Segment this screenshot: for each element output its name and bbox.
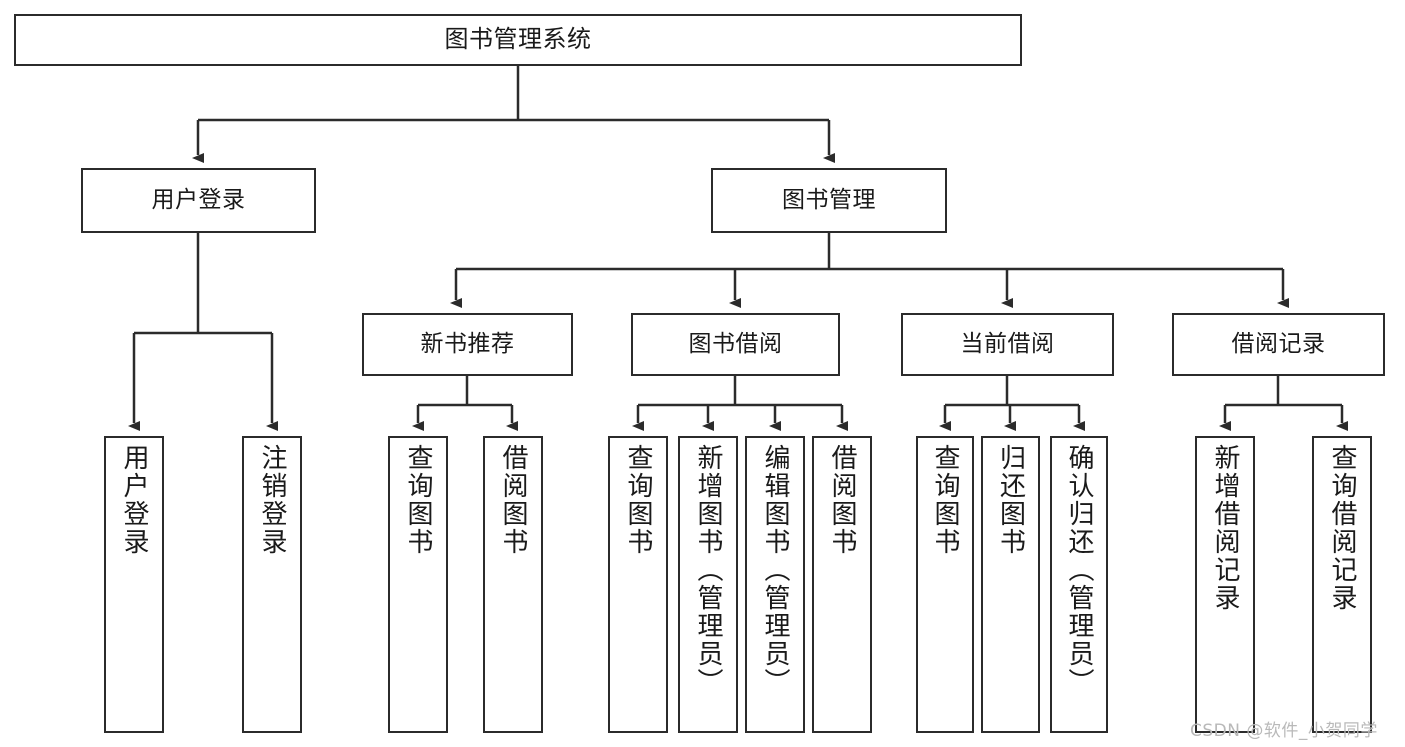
leaf-current-borrow-query[interactable]: 查询图书 (916, 436, 974, 733)
node-label: 新增图书（管理员） (693, 444, 723, 696)
node-root-book-management-system[interactable]: 图书管理系统 (14, 14, 1022, 66)
node-label: 借阅图书 (827, 444, 857, 556)
leaf-current-borrow-return[interactable]: 归还图书 (981, 436, 1040, 733)
node-label: 查询图书 (930, 444, 960, 556)
node-book-borrow[interactable]: 图书借阅 (631, 313, 840, 376)
leaf-new-book-query[interactable]: 查询图书 (388, 436, 448, 733)
leaf-borrow-record-query[interactable]: 查询借阅记录 (1312, 436, 1372, 733)
node-borrow-record[interactable]: 借阅记录 (1172, 313, 1385, 376)
node-current-borrow[interactable]: 当前借阅 (901, 313, 1114, 376)
node-label: 注销登录 (257, 444, 287, 556)
leaf-book-borrow-edit[interactable]: 编辑图书（管理员） (745, 436, 805, 733)
node-label: 图书管理 (782, 187, 876, 214)
node-label: 归还图书 (995, 444, 1026, 556)
leaf-new-book-borrow[interactable]: 借阅图书 (483, 436, 543, 733)
csdn-watermark: CSDN @软件_小贺同学 (1190, 721, 1378, 741)
node-label: 图书借阅 (688, 331, 783, 358)
leaf-book-borrow-add[interactable]: 新增图书（管理员） (678, 436, 738, 733)
node-label: 新增借阅记录 (1210, 444, 1240, 612)
leaf-current-borrow-confirm-return[interactable]: 确认归还（管理员） (1050, 436, 1108, 733)
node-label: 编辑图书（管理员） (760, 444, 790, 696)
node-label: 用户登录 (151, 187, 246, 214)
node-label: 确认归还（管理员） (1064, 444, 1094, 696)
node-label: 用户登录 (119, 444, 149, 556)
leaf-book-borrow-borrow[interactable]: 借阅图书 (812, 436, 872, 733)
node-label: 图书管理系统 (444, 25, 592, 54)
node-user-login[interactable]: 用户登录 (81, 168, 316, 233)
node-new-book-recommend[interactable]: 新书推荐 (362, 313, 573, 376)
leaf-book-borrow-query[interactable]: 查询图书 (608, 436, 668, 733)
node-label: 查询借阅记录 (1327, 444, 1357, 612)
node-label: 借阅记录 (1231, 331, 1326, 358)
node-label: 借阅图书 (498, 444, 528, 556)
node-label: 查询图书 (403, 444, 433, 556)
leaf-user-login-logout[interactable]: 注销登录 (242, 436, 302, 733)
leaf-borrow-record-add[interactable]: 新增借阅记录 (1195, 436, 1255, 733)
leaf-user-login-login[interactable]: 用户登录 (104, 436, 164, 733)
node-label: 查询图书 (623, 444, 653, 556)
node-book-management[interactable]: 图书管理 (711, 168, 947, 233)
node-label: 当前借阅 (960, 331, 1055, 358)
node-label: 新书推荐 (420, 331, 515, 358)
